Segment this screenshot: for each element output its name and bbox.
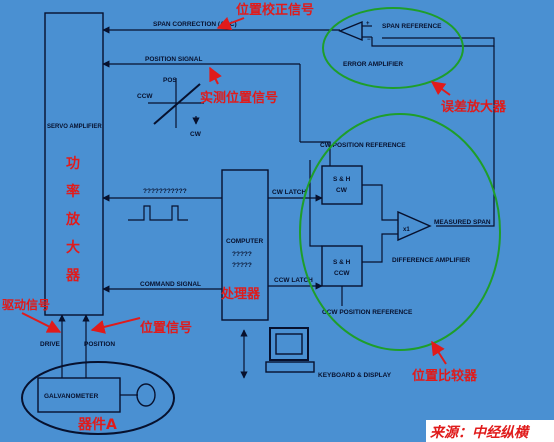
- pos-label: POS: [163, 77, 177, 84]
- computer-label: COMPUTER: [226, 238, 264, 245]
- svg-text:功: 功: [66, 156, 80, 172]
- device-a-highlight: [21, 361, 175, 435]
- error-amp-minus: −: [367, 37, 371, 43]
- ccw-position-ref-label: CCW POSITION REFERENCE: [322, 309, 413, 316]
- sh-ccw-block: [321, 245, 363, 287]
- source-label: 来源：中经纵横: [430, 424, 531, 441]
- annotation-position-comparator: 位置比较器: [412, 368, 478, 384]
- annotation-position-signal: 位置信号: [140, 320, 192, 336]
- position-signal-label: POSITION SIGNAL: [145, 56, 202, 63]
- cw-graph-label: CW: [190, 131, 202, 138]
- x1-label: x1: [403, 227, 410, 233]
- position-branch-ccw: [309, 160, 322, 247]
- arrow-error-amplifier: [430, 81, 451, 96]
- computer-unknown-1: ?????: [232, 251, 252, 258]
- command-signal-label: COMMAND SIGNAL: [140, 281, 201, 288]
- svg-text:大: 大: [66, 239, 80, 256]
- servo-amplifier-block: [44, 12, 104, 316]
- sh-cw-line1: S & H: [333, 176, 351, 183]
- pulse-waveform: [128, 205, 188, 221]
- annotation-error-amplifier: 误差放大器: [441, 99, 507, 115]
- drive-label: DRIVE: [40, 341, 61, 348]
- span-ref-line: [382, 37, 495, 40]
- annotation-power-amplifier: 功 率 放 大 器: [65, 156, 81, 284]
- span-correction-label: SPAN CORRECTION (AGC): [153, 21, 237, 28]
- cw-position-ref-label: CW POSITION REFERENCE: [320, 142, 406, 149]
- servo-amplifier-label: SERVO AMPLIFIER: [47, 124, 102, 130]
- comparator-highlight: [299, 113, 501, 351]
- svg-text:器: 器: [65, 268, 81, 284]
- measured-span-feedback: [371, 37, 495, 47]
- transfer-graph: [148, 78, 204, 128]
- galvanometer-label: GALVANOMETER: [44, 393, 99, 400]
- sh-cw-line2: CW: [336, 187, 348, 194]
- arrow-pos-correction: [216, 16, 245, 31]
- unknown-signal-label: ???????????: [143, 188, 187, 195]
- span-reference-label: SPAN REFERENCE: [382, 23, 442, 30]
- mirror-icon: [136, 383, 156, 407]
- computer-unknown-2: ?????: [232, 262, 252, 269]
- arrow-position-signal: [90, 317, 141, 334]
- annotation-processor: 处理器: [220, 286, 261, 302]
- measured-span-loop: [436, 46, 495, 227]
- annotation-device-a: 器件A: [77, 416, 117, 433]
- keyboard-display-label: KEYBOARD & DISPLAY: [318, 372, 392, 379]
- sh-ccw-line1: S & H: [333, 259, 351, 266]
- position-label: POSITION: [84, 341, 115, 348]
- arrow-position-comparator: [431, 340, 447, 365]
- error-amplifier-highlight: [322, 7, 464, 89]
- error-amplifier-label: ERROR AMPLIFIER: [343, 61, 403, 68]
- error-amp-plus: +: [366, 21, 370, 27]
- difference-amplifier-triangle: [397, 210, 432, 242]
- source-box: [426, 420, 554, 442]
- svg-text:放: 放: [65, 211, 81, 228]
- arrow-measured-position: [209, 66, 222, 85]
- computer-block: [221, 169, 269, 321]
- sh-cw-output: [362, 184, 398, 221]
- ccw-latch-label: CCW LATCH: [274, 277, 313, 284]
- svg-text:率: 率: [66, 183, 80, 200]
- sh-cw-block: [321, 165, 363, 205]
- cw-latch-label: CW LATCH: [272, 189, 306, 196]
- ccw-graph-label: CCW: [137, 93, 153, 100]
- sh-ccw-line2: CCW: [334, 270, 350, 277]
- measured-span-label: MEASURED SPAN: [434, 219, 491, 226]
- sh-ccw-output: [362, 233, 398, 263]
- monitor-icon: [265, 327, 315, 373]
- annotation-measured-position: 实测位置信号: [200, 90, 278, 106]
- annotation-drive-signal: 驱动信号: [2, 297, 50, 312]
- difference-amplifier-label: DIFFERENCE AMPLIFIER: [392, 257, 470, 264]
- arrow-drive-signal: [21, 312, 62, 333]
- annotation-pos-correction: 位置校正信号: [236, 2, 314, 18]
- error-amplifier-triangle: [338, 20, 363, 42]
